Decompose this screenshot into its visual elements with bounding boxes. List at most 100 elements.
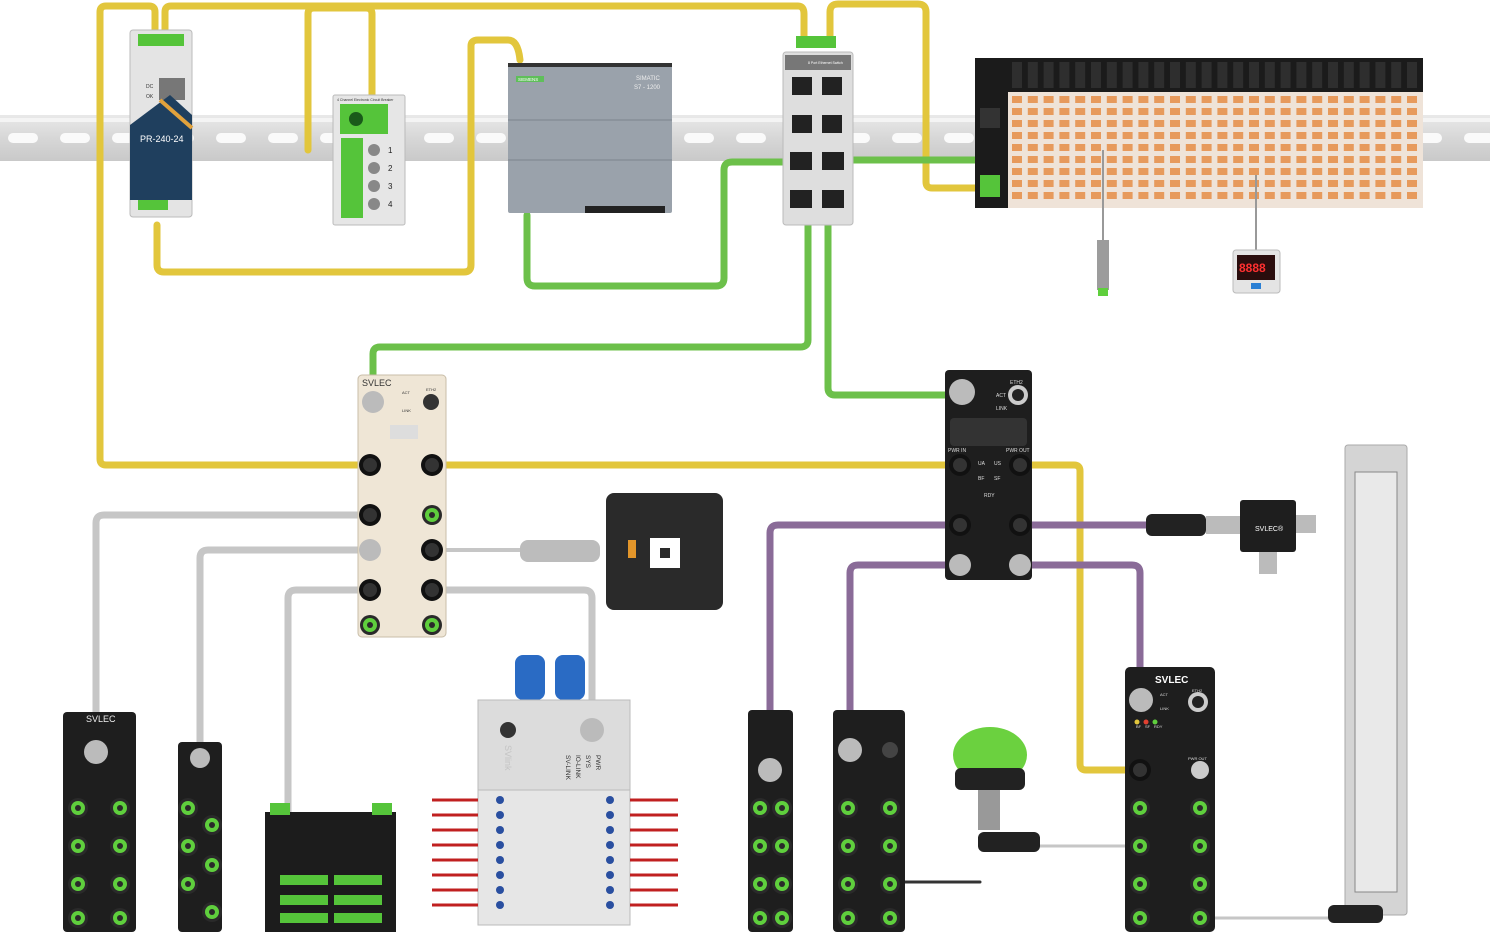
terminal-slot xyxy=(1328,192,1338,199)
io-hub-purple-1[interactable] xyxy=(748,710,793,932)
io-module-main[interactable]: SVLEC ETH2 ACT LINK xyxy=(357,374,447,638)
terminal-slot xyxy=(1185,108,1196,115)
terminal-slot xyxy=(1043,180,1054,187)
terminal-slot xyxy=(1343,168,1354,175)
terminal-slot xyxy=(1296,156,1307,163)
terminal-slot xyxy=(1407,168,1417,175)
terminal-slot xyxy=(1328,144,1338,151)
signal-light[interactable] xyxy=(953,727,1040,852)
terminal-slot xyxy=(1170,96,1180,103)
terminal-slot xyxy=(1170,168,1180,175)
io-hub-slim[interactable] xyxy=(178,742,222,932)
rotary-encoder[interactable] xyxy=(520,493,723,610)
terminal-slot xyxy=(1091,168,1101,175)
io-card-led-panel xyxy=(1359,62,1370,88)
io-card-led-panel xyxy=(1343,62,1354,88)
terminal-slot xyxy=(1075,156,1086,163)
io-card-led-panel xyxy=(1391,62,1402,88)
light-curtain[interactable] xyxy=(1328,444,1408,923)
plc-s7-1200[interactable]: SIEMENS SIMATIC S7 - 1200 xyxy=(508,63,672,213)
terminal-slot xyxy=(1280,132,1291,139)
terminal-slot xyxy=(1264,108,1275,115)
led-ua: UA xyxy=(978,461,986,467)
terminal-slot xyxy=(1201,108,1212,115)
terminal-slot xyxy=(1249,168,1259,175)
power-supply[interactable]: DC OK PR-240-24 xyxy=(129,29,194,218)
terminal-slot xyxy=(1201,156,1212,163)
terminal-slot xyxy=(1217,168,1228,175)
master-brand: SVLEC xyxy=(1155,675,1188,686)
terminal-slot xyxy=(1391,144,1402,151)
io-hub-8port[interactable]: SVLEC xyxy=(63,712,136,932)
rail-slot xyxy=(1464,133,1490,143)
terminal-slot xyxy=(1201,192,1212,199)
terminal-slot xyxy=(1249,132,1259,139)
terminal-slot xyxy=(1170,120,1180,127)
remote-io-rack[interactable] xyxy=(975,58,1423,208)
terminal-slot xyxy=(1185,144,1196,151)
terminal-slot xyxy=(1075,180,1086,187)
terminal-slot xyxy=(1359,192,1370,199)
terminal-slot xyxy=(1328,96,1338,103)
led-bf: BF xyxy=(978,476,984,482)
terminal-slot xyxy=(1185,132,1196,139)
ethernet-switch[interactable]: 8 Port Ethernet Switch xyxy=(782,36,854,226)
circuit-breaker[interactable]: 4 Channel Electronic Circuit Breaker 1 2… xyxy=(332,94,406,226)
io-hub-purple-2[interactable] xyxy=(833,710,905,932)
io-module-ethernet[interactable]: ETH2 ACT LINK PWR IN PWR OUT UA US BF SF… xyxy=(945,370,1032,580)
terminal-slot xyxy=(1122,96,1133,103)
terminal-slot xyxy=(1391,108,1402,115)
terminal-slot xyxy=(1170,156,1180,163)
io-card-led-panel xyxy=(1012,62,1022,88)
io-card-led-panel xyxy=(1154,62,1165,88)
terminal-slot xyxy=(1043,108,1054,115)
valve-button xyxy=(606,886,614,894)
terminal-slot xyxy=(1075,144,1086,151)
terminal-slot xyxy=(1075,132,1086,139)
io-card-led-panel xyxy=(1233,62,1244,88)
io-link-master[interactable]: SVLEC ACT LINK BF SF RDY PWR OUT ETH2 xyxy=(1125,667,1215,932)
terminal-slot xyxy=(1312,132,1323,139)
io-card-led-panel xyxy=(1296,62,1307,88)
terminal-slot xyxy=(1233,120,1244,127)
terminal-slot xyxy=(1312,168,1323,175)
terminal-slot xyxy=(1091,144,1101,151)
pressure-readout: 8888 xyxy=(1239,261,1266,275)
tee-sensor[interactable]: SVLEC® xyxy=(1146,500,1316,574)
terminal-slot xyxy=(1264,132,1275,139)
io-card-led-panel xyxy=(1375,62,1386,88)
terminal-slot xyxy=(1027,192,1038,199)
terminal-slot xyxy=(1185,180,1196,187)
valve-button xyxy=(496,826,504,834)
terminal-slot xyxy=(1217,108,1228,115)
rj45-ports[interactable] xyxy=(790,77,844,208)
inductive-sensor[interactable] xyxy=(1097,150,1109,296)
terminal-slot xyxy=(1359,132,1370,139)
terminal-slot xyxy=(1280,120,1291,127)
terminal-slot xyxy=(1391,96,1402,103)
valve-terminal[interactable]: SVlink SV-LINK IO-LINK SYS PWR xyxy=(432,655,678,926)
valve-button xyxy=(496,871,504,879)
terminal-slot xyxy=(1407,192,1417,199)
pressure-display[interactable]: 8888 xyxy=(1232,175,1281,294)
io-card-led-panel xyxy=(1091,62,1101,88)
eth2-label: ETH2 xyxy=(426,387,437,392)
terminal-slot xyxy=(1249,180,1259,187)
terminal-slot xyxy=(1233,144,1244,151)
terminal-slot xyxy=(1359,168,1370,175)
terminal-slot xyxy=(1091,96,1101,103)
terminal-slot xyxy=(1106,180,1117,187)
led-link: LINK xyxy=(1160,706,1169,711)
terminal-slot xyxy=(1154,168,1165,175)
rail-slot xyxy=(268,133,298,143)
terminal-slot xyxy=(1343,192,1354,199)
terminal-slot xyxy=(1154,144,1165,151)
terminal-slot xyxy=(1043,144,1054,151)
terminal-slot xyxy=(1027,168,1038,175)
power-cables xyxy=(96,0,1144,774)
terminal-slot xyxy=(1217,96,1228,103)
terminal-slot xyxy=(1091,132,1101,139)
terminal-slot xyxy=(1201,168,1212,175)
module-brand: SVLEC xyxy=(362,378,392,388)
terminal-io-board[interactable] xyxy=(265,803,396,932)
